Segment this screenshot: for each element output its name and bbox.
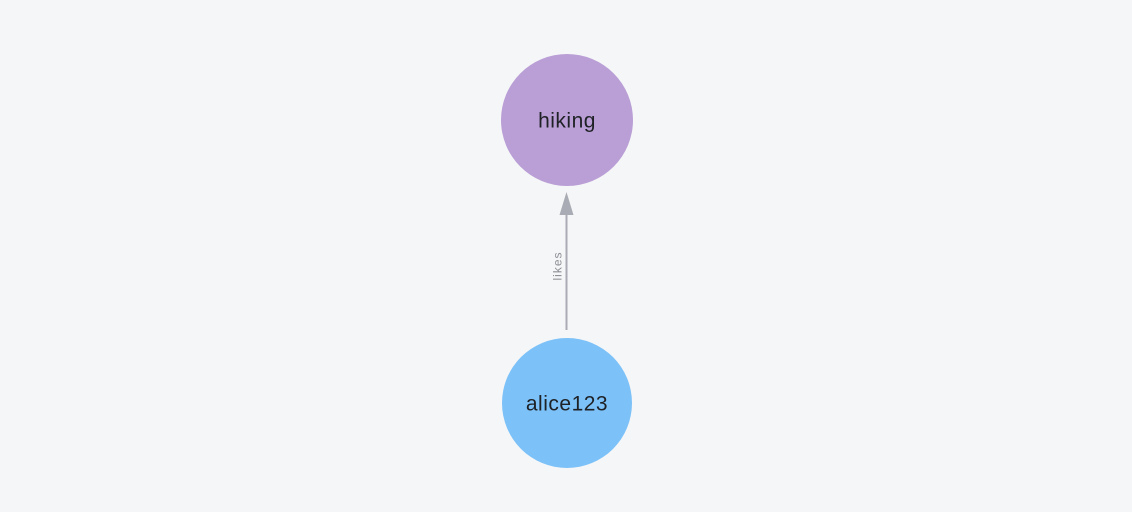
node-alice123-label: alice123: [526, 392, 608, 415]
node-hiking-label: hiking: [538, 109, 596, 132]
node-alice123-circle[interactable]: [502, 338, 632, 468]
node-hiking: hiking: [501, 54, 633, 186]
edge-arrowhead-icon: [559, 192, 574, 215]
edge-label: likes: [551, 251, 565, 280]
node-alice123: alice123: [502, 338, 632, 468]
node-hiking-circle[interactable]: [501, 54, 633, 186]
edge-likes: likes: [551, 192, 574, 330]
